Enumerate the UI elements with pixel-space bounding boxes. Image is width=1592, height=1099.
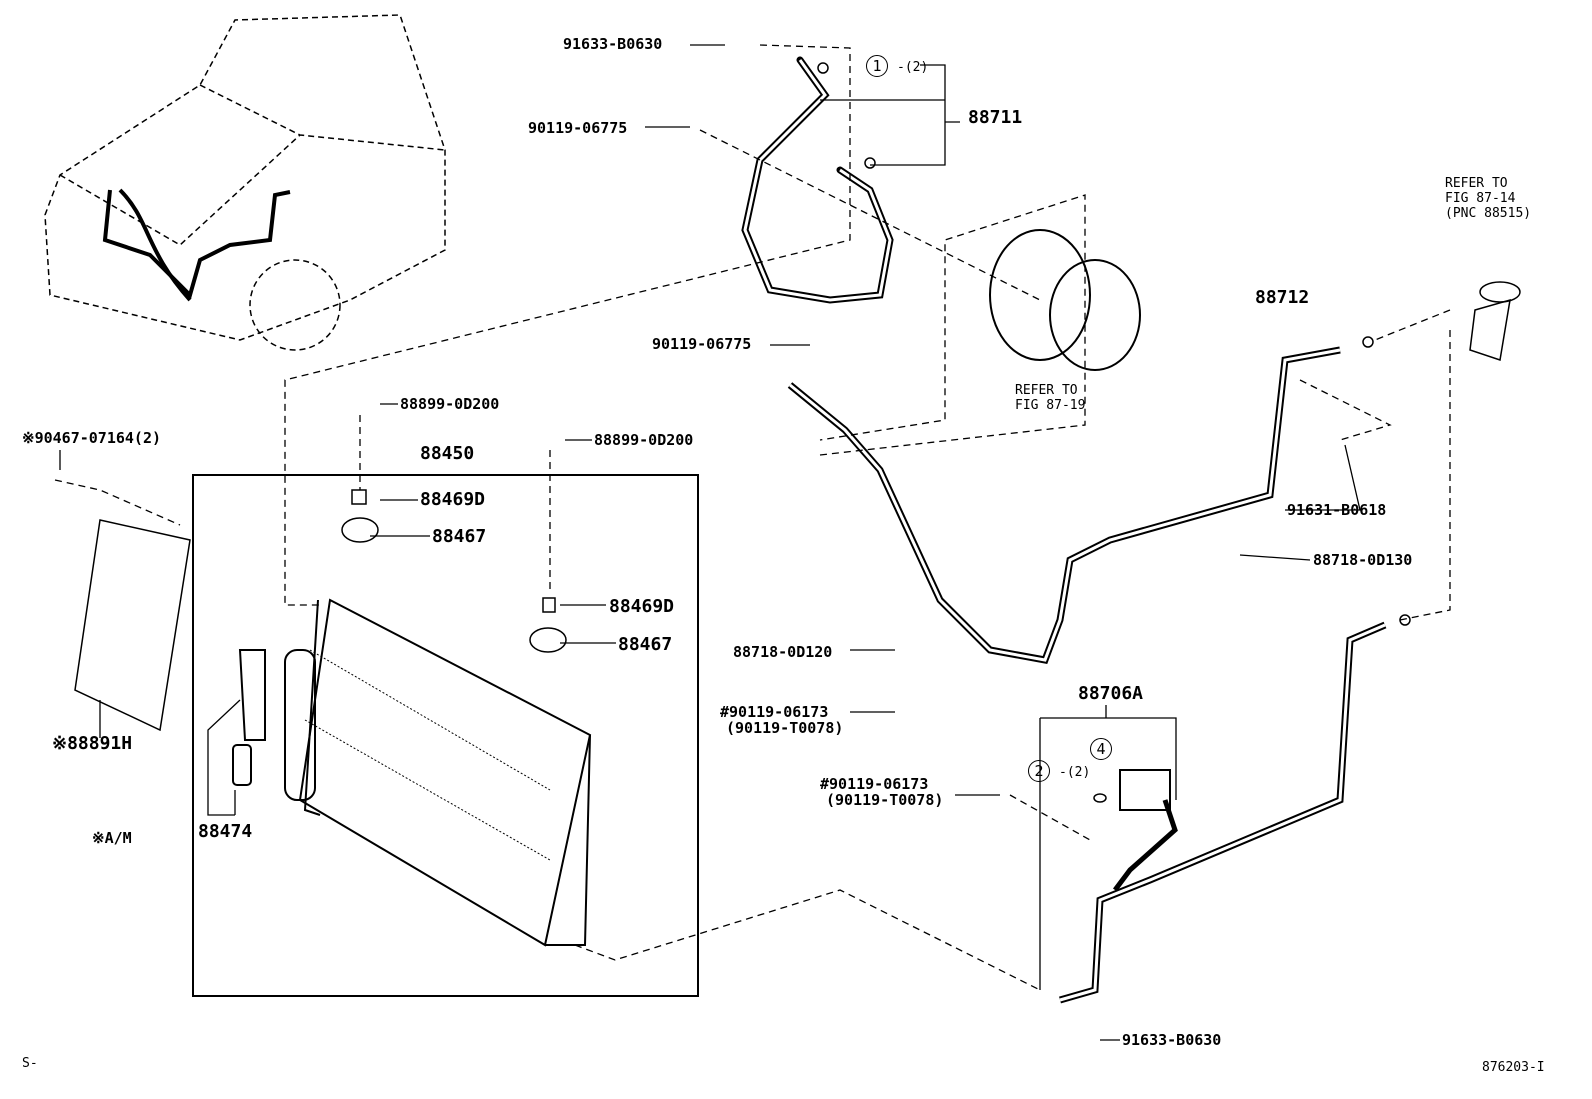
- note-am: ※A/M: [92, 829, 132, 847]
- label-88467-b: 88467: [618, 634, 673, 655]
- condenser-frame: [192, 474, 699, 997]
- callout-1: 1 -(2): [866, 55, 928, 77]
- label-88712: 88712: [1255, 287, 1310, 308]
- label-91633-b0630-top: 91633-B0630: [563, 35, 663, 53]
- label-88711: 88711: [968, 107, 1023, 128]
- label-88718-0d130: 88718-0D130: [1313, 551, 1413, 569]
- label-88718-0d120: 88718-0D120: [733, 643, 833, 661]
- label-88474: 88474: [198, 821, 253, 842]
- liquid-tube: [1059, 621, 1387, 1004]
- condenser-core: [298, 598, 592, 947]
- label-90119-06173-b: #90119-06173(90119-T0078): [820, 775, 944, 809]
- small-parts: [74, 62, 1521, 803]
- callout-4: 4: [1090, 738, 1112, 760]
- hose-88711: [741, 56, 894, 304]
- filter: [238, 649, 266, 741]
- figure-id: 876203-I: [1482, 1060, 1545, 1075]
- label-90467-07164: ※90467-07164(2): [22, 429, 161, 447]
- label-88899-0d200-a: 88899-0D200: [400, 395, 500, 413]
- label-88891h: ※88891H: [52, 733, 133, 754]
- callout-1-circle: 1: [866, 55, 888, 77]
- label-88899-0d200-b: 88899-0D200: [594, 431, 694, 449]
- callout-2: 2 -(2): [1028, 760, 1090, 782]
- car-illustration: [44, 14, 446, 351]
- label-88706a: 88706A: [1078, 683, 1144, 704]
- label-88467-a: 88467: [432, 526, 487, 547]
- label-90119-06173-a: #90119-06173(90119-T0078): [720, 703, 844, 737]
- label-90119-06775-b: 90119-06775: [652, 335, 752, 353]
- compressor: [989, 229, 1141, 371]
- label-88469d-a: 88469D: [420, 489, 486, 510]
- label-90119-06775-a: 90119-06775: [528, 119, 628, 137]
- label-88469d-b: 88469D: [609, 596, 675, 617]
- footer-left: S-: [22, 1056, 38, 1071]
- block-88706a: [1119, 769, 1171, 811]
- label-91631-b0618: 91631-B0618: [1287, 501, 1387, 519]
- receiver-drier: [284, 649, 316, 801]
- label-88450: 88450: [420, 443, 475, 464]
- wire-harness: [102, 189, 291, 299]
- label-91633-b0630-bottom: 91633-B0630: [1122, 1031, 1222, 1049]
